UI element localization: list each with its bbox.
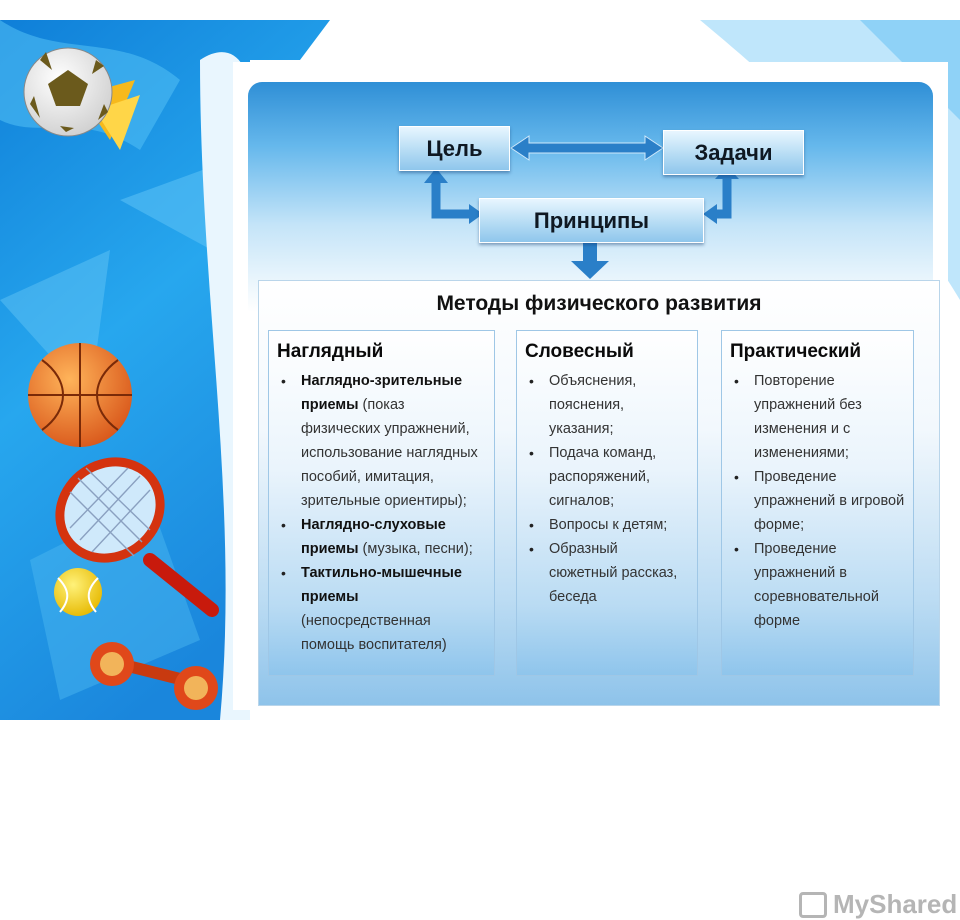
list-item: Повторение упражнений без изменения и с …: [730, 369, 905, 465]
methods-title: Методы физического развития: [436, 292, 762, 315]
principles-label: Принципы: [533, 207, 650, 233]
dumbbell-icon: [90, 642, 218, 710]
tennis-racket-icon: [55, 457, 219, 617]
column-title: Практический: [730, 341, 862, 362]
basketball-icon: [28, 343, 132, 447]
list-item: Проведение упражнений в игровой форме;: [730, 465, 905, 537]
item-text: Объяснения, пояснения, указания;: [549, 373, 637, 437]
list-item: Проведение упражнений в соревновательной…: [730, 537, 905, 633]
list-item: Вопросы к детям;: [525, 513, 689, 537]
myshared-logo-icon: [799, 891, 827, 918]
item-text: Подача команд, распоряжений, сигналов;: [549, 445, 657, 509]
method-list: Наглядно-зрительные приемы (показ физиче…: [277, 369, 486, 657]
column-title: Наглядный: [277, 341, 384, 362]
item-bold: Тактильно-мышечные приемы: [301, 565, 462, 605]
list-item: Образный сюжетный рассказ, беседа: [525, 537, 689, 609]
slide-card: Цель Задачи Принципы Методы физического …: [233, 62, 957, 919]
down-arrow-icon: [571, 243, 609, 279]
item-text: (непосредственная помощь воспитателя): [301, 613, 447, 653]
method-list: Объяснения, пояснения, указания; Подача …: [525, 369, 689, 609]
list-item: Подача команд, распоряжений, сигналов;: [525, 441, 689, 513]
tasks-label: Задачи: [694, 139, 773, 165]
goal-box: Цель: [399, 126, 510, 171]
item-bold: Наглядно-зрительные приемы: [301, 373, 463, 413]
method-list: Повторение упражнений без изменения и с …: [730, 369, 905, 633]
method-column-practical: Практический Повторение упражнений без и…: [721, 330, 914, 676]
item-text: (показ физических упражнений, использова…: [301, 397, 478, 509]
watermark-text: MyShared: [833, 889, 958, 919]
item-text: Проведение упражнений в игровой форме;: [754, 469, 905, 533]
item-text: Повторение упражнений без изменения и с …: [754, 373, 862, 461]
item-text: Вопросы к детям;: [549, 517, 668, 533]
item-text: (музыка, песни);: [358, 541, 473, 557]
list-item: Наглядно-слуховые приемы (музыка, песни)…: [277, 513, 486, 561]
tennis-ball-icon: [54, 568, 102, 616]
column-title: Словесный: [525, 341, 634, 362]
tasks-box: Задачи: [663, 130, 804, 175]
goal-label: Цель: [426, 135, 483, 161]
left-bent-arrow-icon: [424, 168, 483, 224]
item-text: Проведение упражнений в соревновательной…: [754, 541, 879, 629]
method-column-visual: Наглядный Наглядно-зрительные приемы (по…: [268, 330, 495, 676]
watermark: MyShared: [799, 889, 957, 920]
item-text: Образный сюжетный рассказ, беседа: [549, 541, 678, 605]
list-item: Тактильно-мышечные приемы (непосредствен…: [277, 561, 486, 657]
principles-box: Принципы: [479, 198, 704, 243]
method-column-verbal: Словесный Объяснения, пояснения, указани…: [516, 330, 698, 676]
list-item: Объяснения, пояснения, указания;: [525, 369, 689, 441]
methods-panel: Методы физического развития Наглядный На…: [258, 280, 957, 919]
list-item: Наглядно-зрительные приемы (показ физиче…: [277, 369, 486, 513]
soccer-ball-icon: [23, 47, 140, 150]
double-arrow-icon: [510, 135, 664, 161]
flow-arrows: [424, 135, 739, 279]
item-bold: Наглядно-слуховые приемы: [301, 517, 446, 557]
